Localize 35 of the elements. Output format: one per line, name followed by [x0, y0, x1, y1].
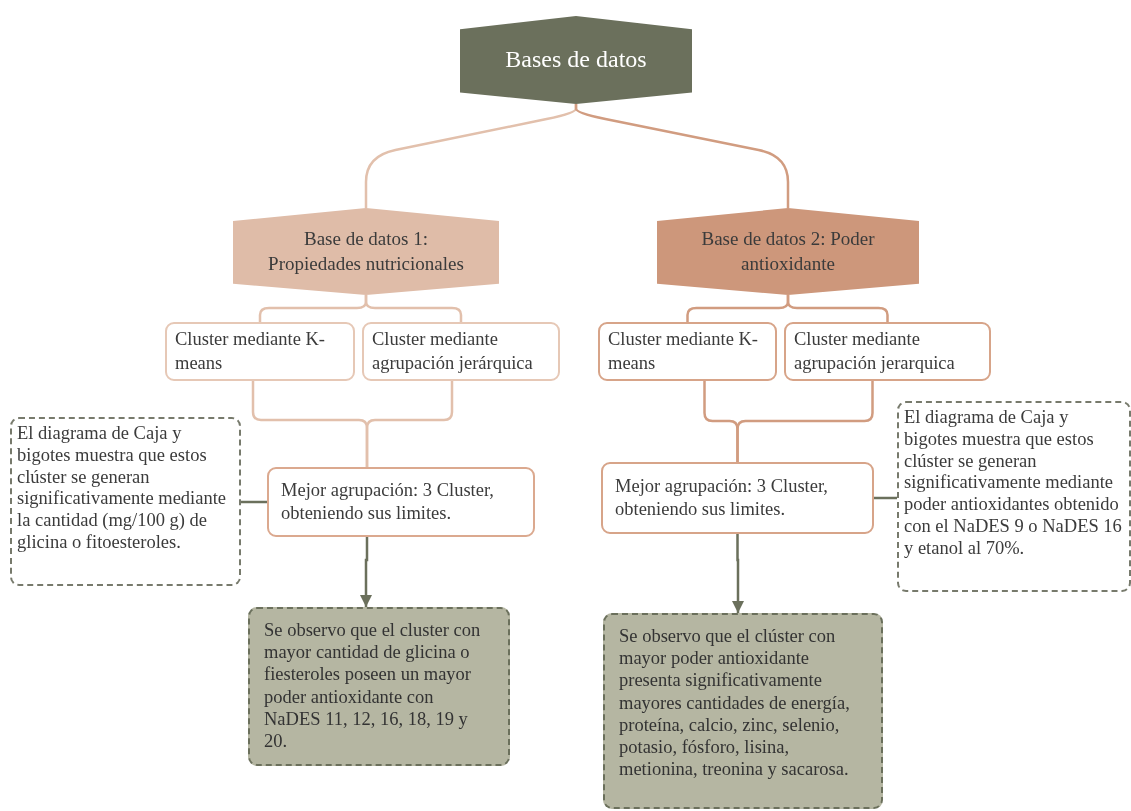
arrow	[360, 537, 372, 607]
node-text: El diagrama de Caja y bigotes muestra que estos clúster se generan significativamente mediante la cantidad (mg/100 g) de glicina o fitoesteroles.	[17, 423, 228, 554]
connector-line	[241, 500, 267, 504]
hexagon-node	[460, 16, 692, 104]
node-text: Cluster mediante K-means	[175, 328, 326, 375]
connector-line	[736, 381, 874, 462]
node-text: Se observo que el clúster con mayor poder antioxidante presenta significativamente mayores cantidades de energía, proteína, calcio, zinc, selenio, potasio, fósforo, lisina, metionina, treonina y sacarosa.	[619, 625, 851, 781]
node-text: El diagrama de Caja y bigotes muestra que estos clúster se generan significativamente mediante poder antioxidantes obtenido con el NaDES 9 o NaDES 16 y etanol al 70%.	[904, 407, 1123, 560]
connector-line	[574, 104, 790, 208]
connector-line	[364, 295, 463, 322]
node-text: Se observo que el cluster con mayor cantidad de glicina o fiesteroles poseen un mayor poder antioxidante con NaDES 11, 12, 16, 18, 19 y 20.	[264, 619, 482, 753]
arrow	[732, 534, 744, 613]
result-box	[248, 607, 510, 766]
connector-line	[874, 496, 897, 500]
connector-line	[786, 295, 889, 322]
note-box	[897, 401, 1131, 592]
note-box	[10, 417, 241, 586]
result-box	[603, 613, 883, 809]
process-box	[165, 322, 355, 381]
node-text: Mejor agrupación: 3 Cluster, obteniendo sus limites.	[615, 474, 829, 521]
process-box	[601, 462, 874, 534]
hexagon-node	[657, 208, 919, 295]
node-text: Cluster mediante agrupación jerarquica	[794, 328, 956, 375]
node-text: Base de datos 1: Propiedades nutricionales	[267, 226, 465, 276]
connector-line	[365, 381, 454, 467]
hexagon-node	[233, 208, 499, 295]
node-text: Base de datos 2: Poder antioxidante	[700, 226, 876, 276]
node-text: Cluster mediante agrupación jerárquica	[372, 328, 534, 375]
process-box	[267, 467, 535, 537]
node-text: Mejor agrupación: 3 Cluster, obteniendo sus limites.	[281, 478, 495, 525]
process-box	[784, 322, 991, 381]
process-box	[362, 322, 560, 381]
node-text: Cluster mediante K-means	[608, 328, 759, 375]
process-box	[598, 322, 777, 381]
node-text: Bases de datos	[504, 45, 648, 75]
